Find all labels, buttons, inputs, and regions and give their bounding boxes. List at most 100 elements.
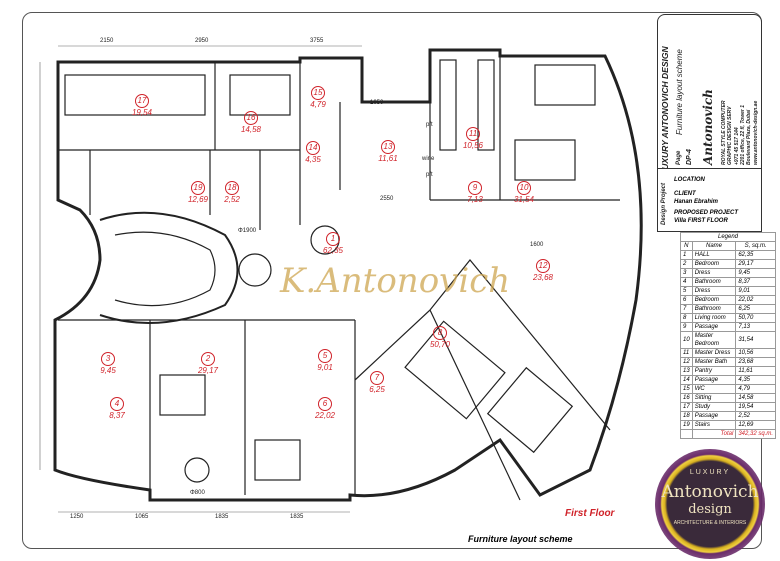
client-name: Hanan Ebrahim [674,199,719,205]
logo-small: Antonovich [701,89,715,165]
room-area: 11,61 [378,154,398,163]
room-number: 1 [326,232,340,246]
room-area: 7,13 [467,195,483,204]
contact-line: www.antonovich-design.ae [752,100,759,165]
room-number: 2 [201,352,215,366]
legend-area: 7,13 [735,322,776,332]
legend-no: 15 [680,384,693,394]
legend-area: 22,02 [735,295,776,305]
project-label: PROPOSED PROJECT [674,210,739,216]
legend-no: 13 [680,366,693,376]
legend-no: 5 [680,286,693,296]
room-number: 12 [536,259,550,273]
legend-area: 9,45 [735,268,776,278]
location-label: LOCATION [674,177,705,183]
legend-name: Study [691,402,737,412]
page-label: Page [676,150,682,165]
room-area: 4,79 [310,100,326,109]
logo-ring: ARCHITECTURE & INTERIORS [673,520,747,526]
room-area: 10,56 [462,141,484,150]
dimension: 1835 [290,514,304,520]
legend-no: 19 [680,420,693,430]
legend-no: 11 [680,348,693,358]
col-no: N [680,241,693,251]
col-area: S, sq.m. [735,241,776,251]
room-number: 11 [466,127,480,141]
room-area: 50,70 [429,340,451,349]
legend-area: 12,69 [735,420,776,430]
legend-no: 7 [680,304,693,314]
dimension: 1835 [215,514,229,520]
room-number: 16 [244,111,258,125]
legend-no: 3 [680,268,693,278]
legend-title: Legend [680,232,776,242]
room-number: 10 [517,181,531,195]
dimension: 1600 [530,242,544,248]
legend-area: 23,68 [735,357,776,367]
watermark: K.Antonovich [280,261,511,301]
room-number: 13 [381,140,395,154]
room-area: 29,17 [197,366,219,375]
legend-no: 10 [680,331,693,349]
project-info: Design Project LOCATION CLIENT Hanan Ebr… [657,168,762,232]
legend-area: 4,79 [735,384,776,394]
room-area: 19,54 [131,108,153,117]
legend-name: Bedroom [691,259,737,269]
legend-name: Dress [691,268,737,278]
legend-name: Master Bedroom [691,331,737,349]
room-number: 7 [370,371,384,385]
label-wine: wine [422,156,435,162]
room-number: 15 [311,86,325,100]
sheet-title: Furniture layout scheme [675,49,684,135]
legend-area: 6,25 [735,304,776,314]
room-area: 6,25 [369,385,385,394]
legend-no: 12 [680,357,693,367]
logo-name: Antonovich [661,482,759,502]
legend-name: Dress [691,286,737,296]
room-number: 18 [225,181,239,195]
room-number: 8 [433,326,447,340]
legend-no: 4 [680,277,693,287]
legend-area: 4,35 [735,375,776,385]
title-block: LUXURY ANTONOVICH DESIGN Furniture layou… [657,14,762,175]
legend-name: Master Bath [691,357,737,367]
room-area: 9,01 [317,363,333,372]
legend-no: 8 [680,313,693,323]
room-number: 17 [135,94,149,108]
page-number: DP-4 [686,149,693,165]
room-number: 14 [306,141,320,155]
legend-name: Master Dress [691,348,737,358]
legend-area: 14,58 [735,393,776,403]
col-name: Name [691,241,737,251]
room-area: 9,45 [100,366,116,375]
dimension: 2950 [195,38,209,44]
legend-area: 9,01 [735,286,776,296]
legend-area: 29,17 [735,259,776,269]
total-label: Total [691,429,737,439]
legend-area: 10,56 [735,348,776,358]
room-number: 6 [318,397,332,411]
legend-name: Passage [691,375,737,385]
legend-no: 9 [680,322,693,332]
